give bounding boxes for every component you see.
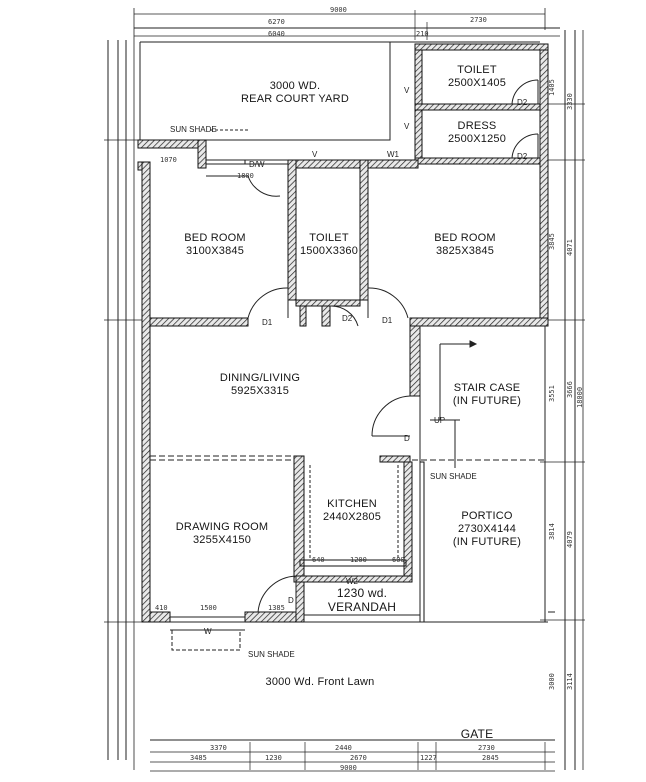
dim-bottom-total: 9000 [340,764,357,772]
dw-tag: D/W [249,160,265,169]
door-d-dining [371,395,411,437]
door-d1-right [367,287,409,319]
verandah-label: 1230 wd. VERANDAH [327,586,397,614]
dim-r3845: 3845 [548,233,556,250]
v-tag-2: V [404,86,410,95]
dim-top-right: 2730 [470,16,487,24]
rear-court-outline [139,41,540,141]
w2-tag: W2 [346,577,358,586]
dim-bottom-e: 1230 [265,754,282,762]
dim-bottom-a: 3370 [210,744,227,752]
rear-court-label: 3000 WD. REAR COURT YARD [241,80,349,105]
sun-shade-top-tag: SUN SHADE [170,125,217,134]
dim-top-inner-right: 210 [416,30,429,38]
dim-top-inner-left: 6040 [268,30,285,38]
dim-bottom-f: 2670 [350,754,367,762]
dim-600: 600 [392,556,405,564]
stair-case-label: STAIR CASE (IN FUTURE) [452,382,522,407]
door-d2-mid [329,305,359,327]
dim-r3000: 3000 [548,673,556,690]
front-lawn-label: 3000 Wd. Front Lawn [265,676,375,688]
w-tag: W [204,627,212,636]
bed-room-left-label: BED ROOM 3100X3845 [184,232,246,257]
toilet-top-label: TOILET 2500X1405 [447,64,507,89]
dim-1500: 1500 [200,604,217,612]
up-tag: UP [434,416,446,425]
portico-label: PORTICO 2730X4144 (IN FUTURE) [452,510,522,548]
dim-1070: 1070 [160,156,177,164]
dim-1800: 1800 [237,172,254,180]
dim-r3666: 3666 [566,381,574,398]
dim-r18000: 18000 [576,386,584,408]
dim-r3330: 3330 [566,93,574,110]
thin-lines [150,159,555,651]
door-d2-dress [511,133,539,159]
door-swings [247,79,539,613]
d2-dress-tag: D2 [517,152,528,161]
toilet-mid-label: TOILET 1500X3360 [299,232,359,257]
dim-top-left: 6270 [268,18,285,26]
dim-bottom-b: 2440 [335,744,352,752]
dim-r3814: 3814 [548,523,556,540]
walls [137,43,549,623]
door-d1-left [247,287,289,319]
dim-640: 640 [312,556,325,564]
plot-boundary [104,8,585,772]
dim-bottom-c: 2730 [478,744,495,752]
v-tag-3: V [404,122,410,131]
d1-left-tag: D1 [262,318,273,327]
dim-r1405: 1405 [548,79,556,96]
door-d2-toilet [511,79,539,105]
d-dining-tag: D [404,434,410,443]
gate-label: GATE [460,727,494,741]
dim-r3551: 3551 [548,385,556,402]
dim-1200: 1200 [350,556,367,564]
dim-r3114: 3114 [566,673,574,690]
door-d-drawing [257,575,297,613]
dim-410: 410 [155,604,168,612]
bed-room-right-label: BED ROOM 3825X3845 [434,232,496,257]
dress-label: DRESS 2500X1250 [447,120,507,145]
drawing-room-label: DRAWING ROOM 3255X4150 [175,521,269,546]
w1-tag: W1 [387,150,399,159]
dining-living-label: DINING/LIVING 5925X3315 [219,372,301,397]
v-tag-1: V [312,150,318,159]
dim-bottom-g: 1227 [420,754,437,762]
dim-top-total: 9000 [330,6,347,14]
d-drawing-tag: D [288,596,294,605]
dim-bottom-d: 3485 [190,754,207,762]
sun-shade-bottom-tag: SUN SHADE [248,650,295,659]
dim-bottom-h: 2845 [482,754,499,762]
d2-mid-tag: D2 [342,314,353,323]
kitchen-label: KITCHEN 2440X2805 [322,498,382,523]
door-dw [247,175,281,197]
d2-toilet-tag: D2 [517,98,528,107]
dim-1385: 1385 [268,604,285,612]
sun-shade-mid-tag: SUN SHADE [430,472,477,481]
d1-right-tag: D1 [382,316,393,325]
dim-r4071: 4071 [566,239,574,256]
dim-r4079: 4079 [566,531,574,548]
